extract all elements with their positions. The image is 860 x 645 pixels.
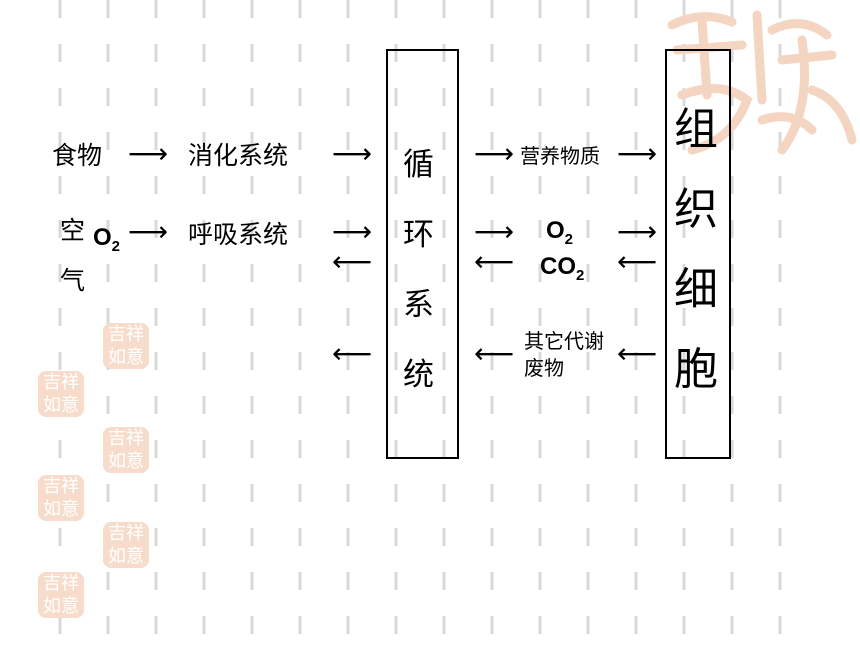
decorative-seal: 吉祥如意 — [38, 572, 84, 618]
decorative-seal: 吉祥如意 — [103, 427, 149, 473]
tissue-cells-label: 组 织 细 胞 — [674, 104, 718, 395]
decorative-seal: 吉祥如意 — [103, 522, 149, 568]
carbon-dioxide-formula: CO2 — [540, 253, 585, 284]
metabolic-waste-label-line2: 废物 — [524, 356, 564, 380]
oxygen-formula: O2 — [93, 224, 121, 255]
decorative-seal: 吉祥如意 — [38, 371, 84, 417]
tissue-to-waste-arrow: ⟵ — [617, 337, 658, 370]
air-label-top: 空 — [60, 216, 86, 245]
air-label-bottom: 气 — [60, 266, 86, 295]
gas-to-tissue-arrow: ⟶ — [617, 215, 658, 248]
circulation-waste-out-arrow: ⟵ — [332, 337, 373, 370]
decorative-seal: 吉祥如意 — [103, 323, 149, 369]
circulatory-system-box — [386, 49, 459, 459]
waste-to-circulation-arrow: ⟵ — [474, 337, 515, 370]
circulation-to-respiratory-arrow: ⟵ — [332, 245, 373, 278]
nutrients-to-tissue-arrow: ⟶ — [617, 137, 658, 170]
oxygen-to-respiratory-arrow: ⟶ — [128, 215, 169, 248]
gas-to-circulation-arrow: ⟵ — [474, 245, 515, 278]
tissue-cells-box — [665, 49, 731, 459]
circulation-to-gas-arrow: ⟶ — [474, 215, 515, 248]
nutrients-label: 营养物质 — [520, 144, 600, 168]
metabolic-waste-label-line1: 其它代谢 — [524, 329, 604, 353]
oxygen-exchange-formula: O2 — [546, 217, 574, 248]
respiratory-to-circulation-arrow: ⟶ — [332, 215, 373, 248]
decorative-calligraphy-seal — [667, 10, 857, 155]
food-to-digestive-arrow: ⟶ — [128, 137, 169, 170]
circulatory-system-label: 循 环 系 统 — [403, 147, 434, 393]
digestive-system-label: 消化系统 — [188, 141, 289, 170]
tissue-to-gas-arrow: ⟵ — [617, 245, 658, 278]
food-label: 食物 — [52, 141, 103, 170]
circulation-to-nutrients-arrow: ⟶ — [474, 137, 515, 170]
decorative-seal: 吉祥如意 — [38, 475, 84, 521]
digestive-to-circulation-arrow: ⟶ — [332, 137, 373, 170]
respiratory-system-label: 呼吸系统 — [188, 220, 289, 249]
